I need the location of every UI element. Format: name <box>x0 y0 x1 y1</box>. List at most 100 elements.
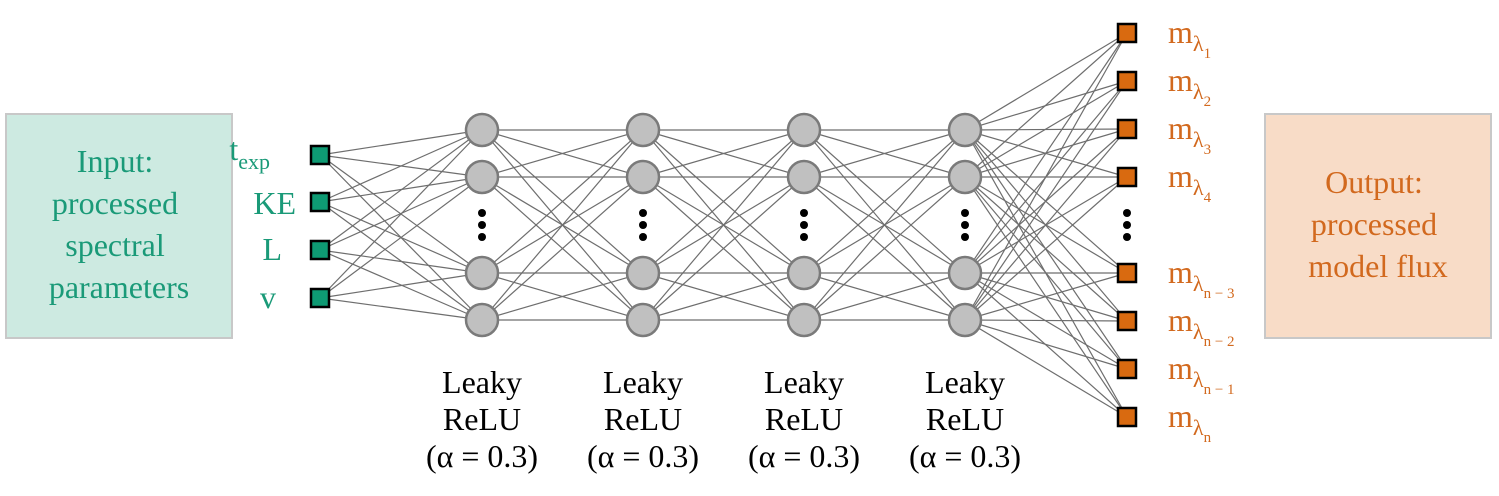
activation-label-line: Leaky <box>925 364 1005 400</box>
connection-line <box>964 80 1128 321</box>
output-node <box>1116 118 1138 140</box>
input-label-texp: texp <box>229 131 270 174</box>
output-node <box>1116 406 1138 428</box>
connection-line <box>319 176 483 299</box>
input-label-l: L <box>262 231 282 267</box>
activation-label-line: Leaky <box>603 364 683 400</box>
output-label-sub: λ <box>1193 175 1204 200</box>
output-box <box>1264 113 1492 339</box>
hidden-node <box>786 255 822 291</box>
hidden-node <box>947 255 983 291</box>
connection-line <box>964 32 1128 131</box>
input-box-line-1: Input: <box>77 143 153 179</box>
connection-line <box>803 129 966 274</box>
connection-line <box>319 249 483 274</box>
output-node <box>1116 166 1138 188</box>
connection-line <box>803 129 966 178</box>
input-label-v: v <box>260 279 276 315</box>
connection-line <box>642 129 805 274</box>
connections <box>319 32 1128 418</box>
hidden-node <box>625 159 661 195</box>
hidden-node <box>625 255 661 291</box>
output-box-text: Output: processed model flux <box>1308 164 1448 284</box>
output-label-main: m <box>1168 350 1193 386</box>
ellipsis-dot <box>800 221 808 229</box>
ellipsis-dot <box>478 209 486 217</box>
connection-line <box>642 129 805 178</box>
activation-label-line: ReLU <box>443 401 521 437</box>
output-box-line-1: Output: <box>1325 164 1423 200</box>
output-node <box>1116 358 1138 380</box>
activation-label-line: ReLU <box>604 401 682 437</box>
input-box-text: Input: processed spectral parameters <box>49 143 189 305</box>
hidden-node <box>464 112 500 148</box>
input-label-texp-main: t <box>229 131 238 167</box>
output-label-subsub: n − 3 <box>1204 286 1235 302</box>
connection-line <box>964 319 1128 322</box>
output-label: mλn <box>1168 398 1212 446</box>
hidden-node <box>464 255 500 291</box>
ellipsis-dot <box>639 233 647 241</box>
ellipsis-dot <box>800 233 808 241</box>
input-box-line-4: parameters <box>49 269 189 305</box>
output-label-main: m <box>1168 158 1193 194</box>
output-label-subsub: 1 <box>1204 46 1212 62</box>
input-node <box>309 144 331 166</box>
connection-line <box>964 32 1128 321</box>
output-label-subsub: n − 2 <box>1204 334 1235 350</box>
ellipsis-dot <box>961 221 969 229</box>
ellipsis-dot <box>639 209 647 217</box>
output-node <box>1116 262 1138 284</box>
connection-line <box>319 272 483 299</box>
connection-line <box>803 129 966 321</box>
input-box-line-2: processed <box>52 185 178 221</box>
ellipsis-dot <box>1123 209 1131 217</box>
connection-line <box>642 272 805 321</box>
connection-line <box>642 176 805 321</box>
ellipsis-dots <box>478 209 1131 241</box>
connection-line <box>964 32 1128 178</box>
ellipsis-dot <box>1123 233 1131 241</box>
output-label-subsub: 4 <box>1204 190 1212 206</box>
connection-line <box>319 129 483 299</box>
output-label-subsub: 3 <box>1204 142 1212 158</box>
connection-line <box>319 129 483 251</box>
output-label: mλ2 <box>1168 62 1211 110</box>
activation-label-line: (α = 0.3) <box>426 438 538 474</box>
output-label-sub: λ <box>1193 127 1204 152</box>
connection-line <box>803 272 966 321</box>
output-box-line-3: model flux <box>1308 248 1448 284</box>
output-label-subsub: n − 1 <box>1204 382 1235 398</box>
output-node <box>1116 70 1138 92</box>
output-label: mλ1 <box>1168 14 1211 62</box>
connection-line <box>964 319 1128 418</box>
activation-label-line: Leaky <box>764 364 844 400</box>
output-label-sub: λ <box>1193 415 1204 440</box>
ellipsis-dot <box>639 221 647 229</box>
connection-line <box>803 176 966 321</box>
connection-line <box>964 272 1128 321</box>
activation-label-line: ReLU <box>926 401 1004 437</box>
hidden-node <box>464 302 500 338</box>
input-label-texp-sub: exp <box>238 149 270 174</box>
hidden-node <box>786 112 822 148</box>
ellipsis-dot <box>800 209 808 217</box>
connection-line <box>481 272 644 321</box>
output-label-sub: λ <box>1193 367 1204 392</box>
output-box-line-2: processed <box>1311 206 1437 242</box>
connection-line <box>319 129 483 156</box>
output-label-sub: λ <box>1193 79 1204 104</box>
connection-line <box>964 319 1128 370</box>
output-node <box>1116 22 1138 44</box>
input-node <box>309 287 331 309</box>
output-label-main: m <box>1168 14 1193 50</box>
output-label-main: m <box>1168 62 1193 98</box>
output-label-main: m <box>1168 398 1193 434</box>
input-labels: texp KE L v <box>229 131 296 315</box>
